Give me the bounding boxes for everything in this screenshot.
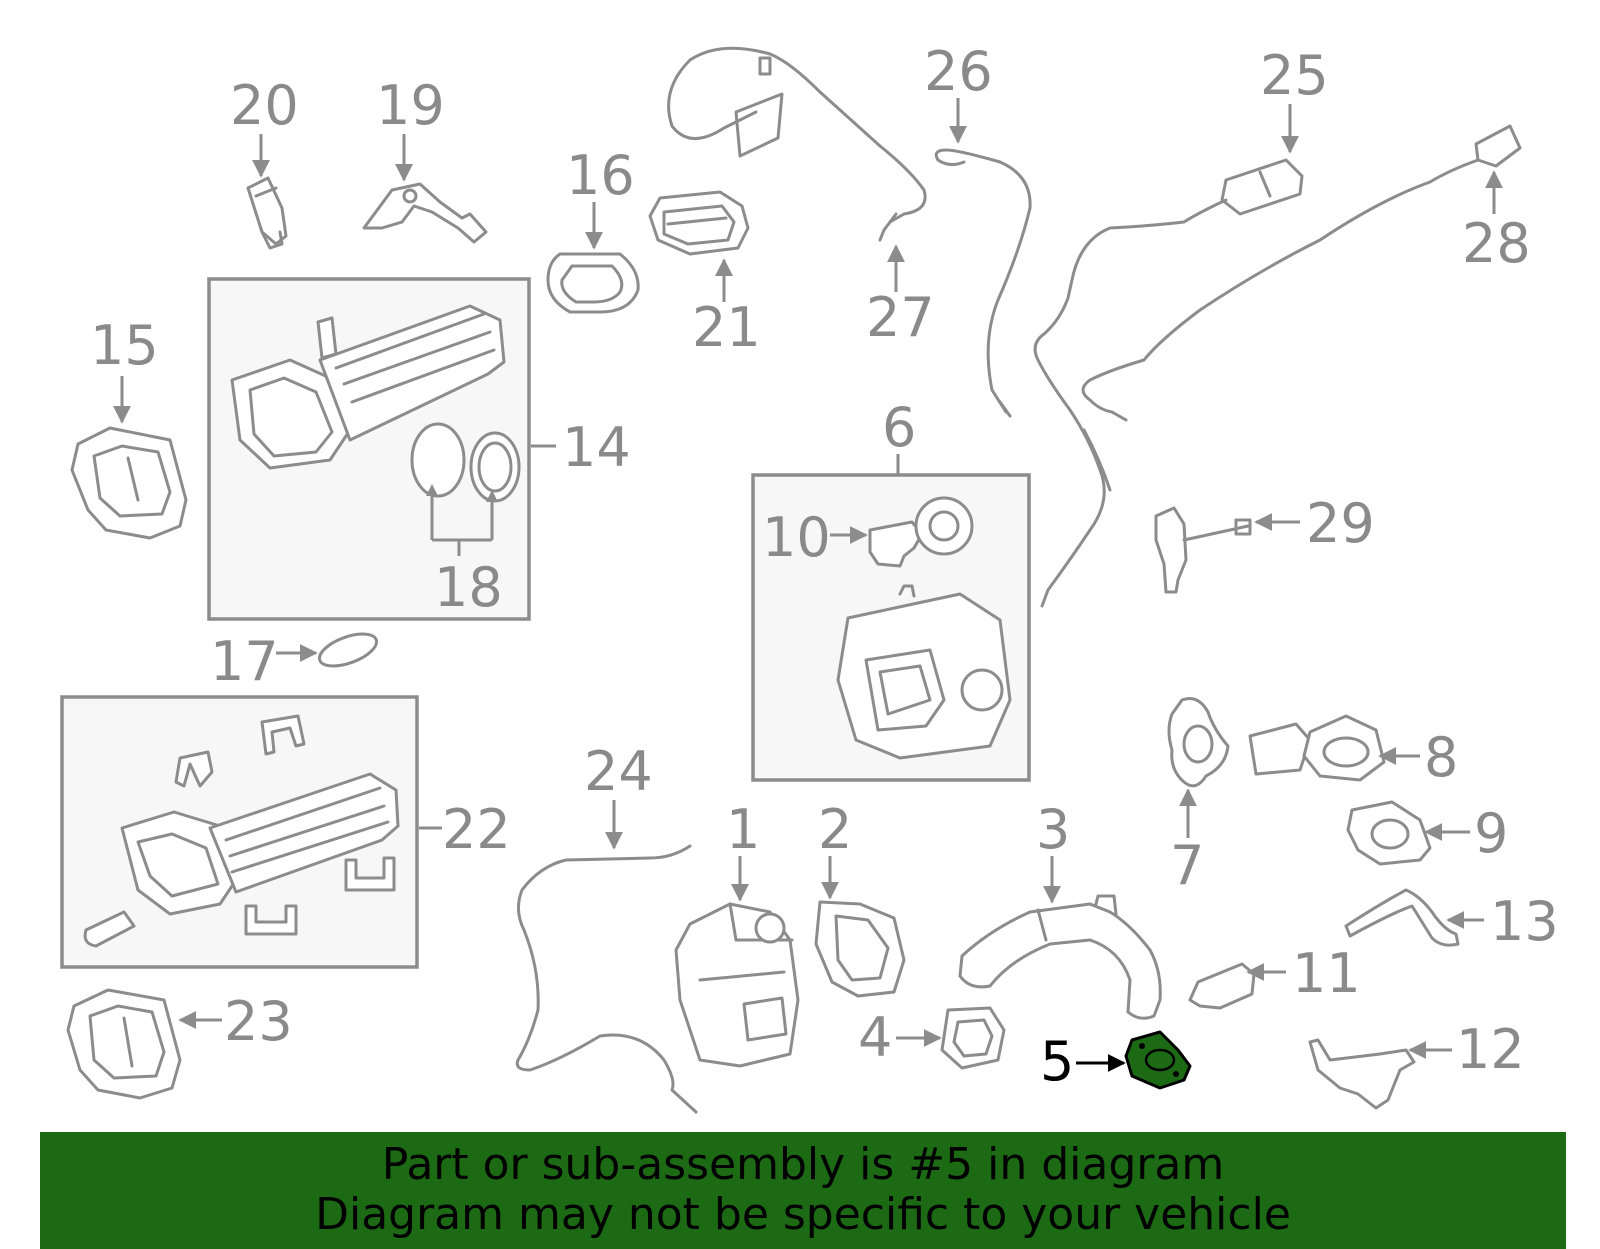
- callout-13: 13: [1490, 890, 1559, 953]
- part-27-wire: [667, 46, 927, 242]
- part-7-gasket: [1167, 697, 1230, 788]
- part-15-gasket: [70, 426, 188, 540]
- part-12-bracket: [1308, 1038, 1416, 1110]
- part-21-cover: [648, 190, 750, 256]
- part-26-wire: [934, 148, 1032, 418]
- callout-29: 29: [1306, 492, 1375, 555]
- callout-25: 25: [1260, 44, 1329, 107]
- callout-15: 15: [90, 314, 159, 377]
- part-8-valve: [1248, 714, 1386, 782]
- callout-1: 1: [726, 798, 760, 861]
- part-1-egr-valve: [674, 902, 800, 1068]
- part-23-gasket: [66, 988, 182, 1100]
- part-20-sensor: [246, 176, 288, 250]
- part-29-bracket: [1154, 506, 1252, 594]
- part-3-pipe: [958, 894, 1162, 1020]
- callout-28: 28: [1462, 212, 1531, 275]
- callout-14: 14: [562, 416, 631, 479]
- callout-27: 27: [866, 286, 935, 349]
- callout-21: 21: [692, 296, 761, 359]
- callout-16: 16: [566, 144, 635, 207]
- part-6-egr-valve: [836, 584, 1012, 760]
- part-4-gasket: [940, 1006, 1006, 1070]
- part-5-gasket-highlighted: [1124, 1030, 1192, 1090]
- callout-3: 3: [1036, 798, 1070, 861]
- callout-9: 9: [1474, 802, 1508, 865]
- part-25-connector-harness: [1033, 158, 1304, 608]
- callout-20: 20: [230, 74, 299, 137]
- part-16-gasket: [546, 252, 640, 314]
- part-9-gasket: [1346, 800, 1432, 866]
- callout-10: 10: [762, 506, 831, 569]
- leader-lines: [113, 98, 1503, 1072]
- part-2-gasket: [814, 900, 906, 998]
- callout-19: 19: [376, 74, 445, 137]
- part-18-gaskets: [410, 422, 521, 503]
- callout-18: 18: [434, 556, 503, 619]
- callout-22: 22: [442, 798, 511, 861]
- part-13-clip: [1344, 888, 1460, 947]
- callout-23: 23: [224, 990, 293, 1053]
- part-28-sensor-wire: [1081, 124, 1522, 422]
- banner-line-1: Part or sub-assembly is #5 in diagram: [381, 1139, 1225, 1190]
- part-10-actuator: [868, 496, 974, 568]
- part-17-ring: [317, 632, 379, 668]
- part-24-tube: [515, 844, 698, 1114]
- part-19-bracket: [362, 182, 488, 244]
- callout-4: 4: [858, 1006, 892, 1069]
- callout-labels: 1 2 3 4 5 6 7 8 9 10 11 12 13 14 15 16 1…: [90, 40, 1559, 1093]
- part-22-egr-cooler-kit: [83, 714, 400, 948]
- callout-26: 26: [924, 40, 993, 103]
- callout-11: 11: [1292, 942, 1361, 1005]
- part-14-egr-cooler: [230, 304, 506, 470]
- info-banner: Part or sub-assembly is #5 in diagram Di…: [40, 1132, 1566, 1249]
- callout-8: 8: [1424, 726, 1458, 789]
- callout-24: 24: [584, 740, 653, 803]
- part-11-bracket: [1188, 962, 1256, 1010]
- callout-17: 17: [210, 630, 279, 693]
- callout-6: 6: [882, 396, 916, 459]
- banner-line-2: Diagram may not be specific to your vehi…: [315, 1189, 1291, 1240]
- callout-2: 2: [818, 798, 852, 861]
- callout-7: 7: [1170, 834, 1204, 897]
- callout-12: 12: [1456, 1018, 1525, 1081]
- callout-5: 5: [1040, 1030, 1074, 1093]
